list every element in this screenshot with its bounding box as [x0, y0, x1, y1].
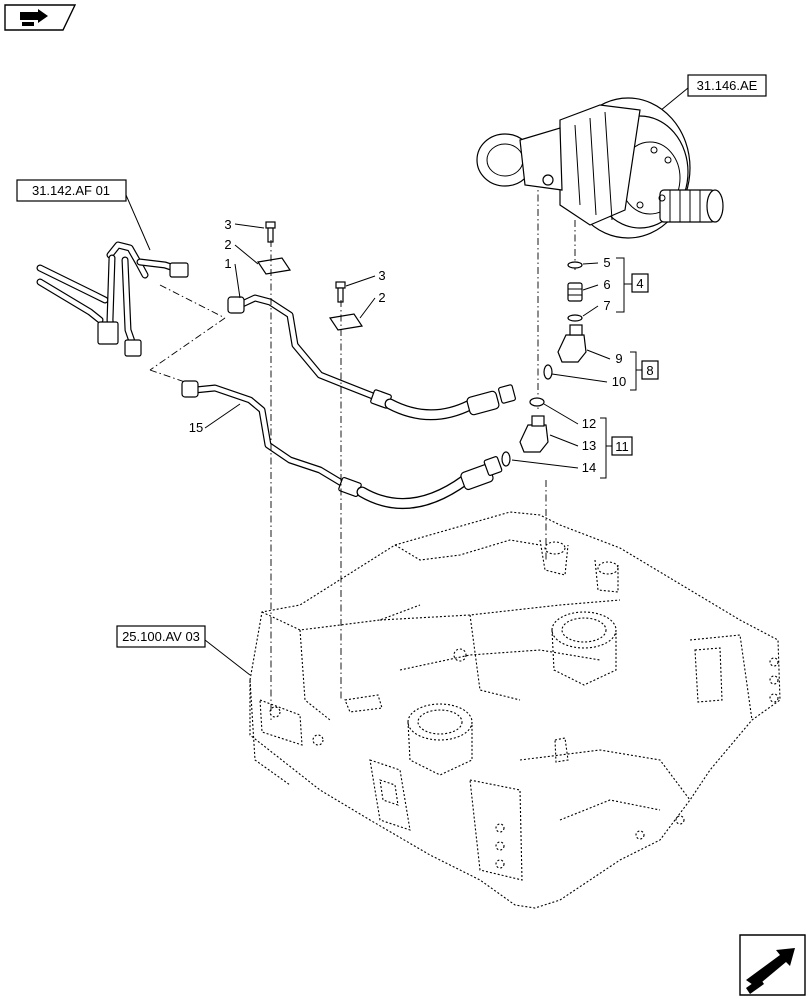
- o-ring-7[interactable]: [567, 314, 583, 322]
- callout-8: 8: [646, 363, 653, 378]
- callout-box-4[interactable]: 4: [631, 273, 649, 293]
- callout-12: 12: [582, 416, 596, 431]
- ref-label-top-left: 31.142.AF 01: [32, 183, 110, 198]
- bolt-3-left[interactable]: [265, 221, 276, 243]
- elbow-13[interactable]: [519, 415, 549, 453]
- callout-7: 7: [603, 298, 610, 313]
- callout-9: 9: [615, 351, 622, 366]
- upper-left-pipe-bundle: [36, 241, 189, 357]
- front-axle-support-frame: [249, 511, 781, 909]
- callout-14: 14: [582, 460, 596, 475]
- callout-box-8[interactable]: 8: [641, 360, 659, 380]
- callout-3-right: 3: [378, 268, 385, 283]
- o-ring-5[interactable]: [567, 261, 583, 269]
- callout-6: 6: [603, 277, 610, 292]
- o-ring-12[interactable]: [529, 397, 545, 407]
- bolt-3-right[interactable]: [335, 281, 346, 303]
- ref-box-top-left[interactable]: 31.142.AF 01: [16, 179, 127, 202]
- o-ring-14[interactable]: [501, 451, 511, 467]
- ref-box-bottom[interactable]: 25.100.AV 03: [116, 625, 206, 648]
- callout-4: 4: [636, 276, 643, 291]
- callout-box-11[interactable]: 11: [611, 436, 633, 456]
- book-arrow-icon[interactable]: [4, 4, 77, 31]
- clamp-2-right[interactable]: [328, 313, 364, 331]
- callout-1: 1: [224, 256, 231, 271]
- callout-15: 15: [189, 420, 203, 435]
- ref-box-top-right[interactable]: 31.146.AE: [687, 74, 767, 97]
- callout-3-left: 3: [224, 217, 231, 232]
- o-ring-10[interactable]: [543, 364, 553, 380]
- callout-5: 5: [603, 255, 610, 270]
- clamp-2-left[interactable]: [256, 257, 292, 275]
- ref-label-top-right: 31.146.AE: [697, 78, 758, 93]
- next-page-arrow-icon[interactable]: [739, 934, 806, 996]
- ref-label-bottom: 25.100.AV 03: [122, 629, 200, 644]
- elbow-9[interactable]: [557, 324, 587, 363]
- callout-13: 13: [582, 438, 596, 453]
- adapter-6[interactable]: [567, 282, 583, 302]
- callout-2-left: 2: [224, 237, 231, 252]
- pipe-15[interactable]: [181, 380, 503, 509]
- pto-clutch-assembly: [476, 97, 724, 239]
- callout-11: 11: [615, 439, 629, 454]
- callout-10: 10: [612, 374, 626, 389]
- callout-2-right: 2: [378, 290, 385, 305]
